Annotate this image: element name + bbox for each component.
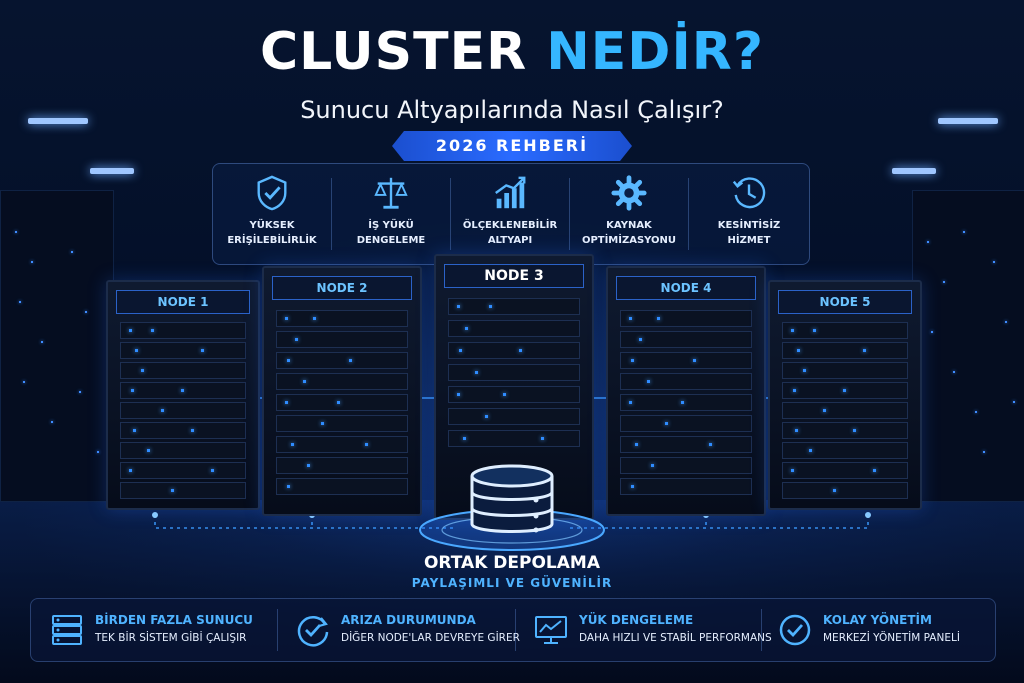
- benefit-title: ARIZA DURUMUNDA: [341, 613, 476, 627]
- divider: [331, 178, 332, 250]
- benefit-title: YÜK DENGELEME: [579, 613, 694, 627]
- divider: [450, 178, 451, 250]
- ceiling-light: [90, 168, 134, 174]
- benefit-text: MERKEZİ YÖNETİM PANELİ: [823, 632, 960, 644]
- page-title: CLUSTER NEDİR?: [0, 22, 1024, 82]
- clock-icon: [732, 177, 766, 209]
- benefit-text: DİĞER NODE'LAR DEVREYE GİRER: [341, 632, 520, 644]
- shield-check-icon: [257, 175, 287, 211]
- year-badge: 2026 REHBERİ: [392, 131, 632, 161]
- divider: [569, 178, 570, 250]
- growth-chart-icon: [495, 176, 526, 209]
- node-2-label: NODE 2: [272, 276, 412, 300]
- database-icon: [470, 464, 554, 533]
- node-5-rack: NODE 5: [768, 280, 922, 510]
- divider: [761, 609, 762, 651]
- node-5-label: NODE 5: [778, 290, 912, 314]
- node-4-rack: NODE 4: [606, 266, 766, 516]
- gear-icon: [611, 175, 647, 211]
- node-1-rack: NODE 1: [106, 280, 260, 510]
- title-part2: NEDİR?: [546, 22, 765, 82]
- storage-title: ORTAK DEPOLAMA: [423, 553, 600, 573]
- background-rack-left: [0, 190, 114, 502]
- node-1-label: NODE 1: [116, 290, 250, 314]
- check-circle-icon: [779, 614, 811, 646]
- benefit-text: TEK BİR SİSTEM GİBİ ÇALIŞIR: [95, 632, 247, 644]
- ceiling-light: [892, 168, 936, 174]
- failover-check-icon: [297, 616, 329, 647]
- divider: [277, 609, 278, 651]
- monitor-chart-icon: [535, 616, 567, 644]
- page-subtitle: Sunucu Altyapılarında Nasıl Çalışır?: [300, 96, 724, 124]
- benefit-title: KOLAY YÖNETİM: [823, 613, 932, 627]
- ceiling-light: [938, 118, 998, 124]
- benefit-item: ARIZA DURUMUNDA DİĞER NODE'LAR DEVREYE G…: [281, 599, 521, 661]
- node-2-rack: NODE 2: [262, 266, 422, 516]
- node-4-label: NODE 4: [616, 276, 756, 300]
- storage-subtitle: PAYLAŞIMLI VE GÜVENİLİR: [411, 576, 613, 590]
- background-rack-right: [912, 190, 1024, 502]
- node-3-label: NODE 3: [444, 264, 584, 288]
- benefit-text: DAHA HIZLI VE STABİL PERFORMANS: [579, 632, 772, 644]
- server-stack-icon: [52, 615, 82, 645]
- benefit-title: BİRDEN FAZLA SUNUCU: [95, 613, 253, 627]
- benefit-item: KOLAY YÖNETİM MERKEZİ YÖNETİM PANELİ: [763, 599, 1003, 661]
- ceiling-light: [28, 118, 88, 124]
- benefit-item: YÜK DENGELEME DAHA HIZLI VE STABİL PERFO…: [519, 599, 772, 661]
- benefits-panel: BİRDEN FAZLA SUNUCU TEK BİR SİSTEM GİBİ …: [30, 598, 996, 662]
- title-part1: CLUSTER: [259, 22, 528, 82]
- divider: [688, 178, 689, 250]
- balance-scale-icon: [374, 177, 408, 209]
- benefit-item: BİRDEN FAZLA SUNUCU TEK BİR SİSTEM GİBİ …: [35, 599, 275, 661]
- divider: [515, 609, 516, 651]
